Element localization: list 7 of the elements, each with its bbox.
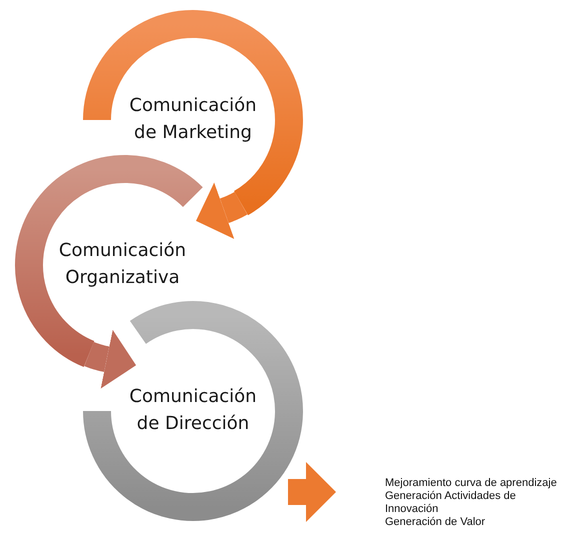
- outcome-text: Generación de Valor: [385, 516, 486, 529]
- stage-label: Comunicación Organizativa: [58, 239, 188, 290]
- outcome-text: Generación Actividades de Innovación: [385, 490, 517, 516]
- stage-label: Comunicación de Dirección: [128, 385, 258, 436]
- block-arrow: [288, 462, 336, 522]
- outcome-text: Mejoramiento curva de aprendizaje: [385, 477, 558, 490]
- stage-label: Comunicación de Marketing: [128, 94, 258, 145]
